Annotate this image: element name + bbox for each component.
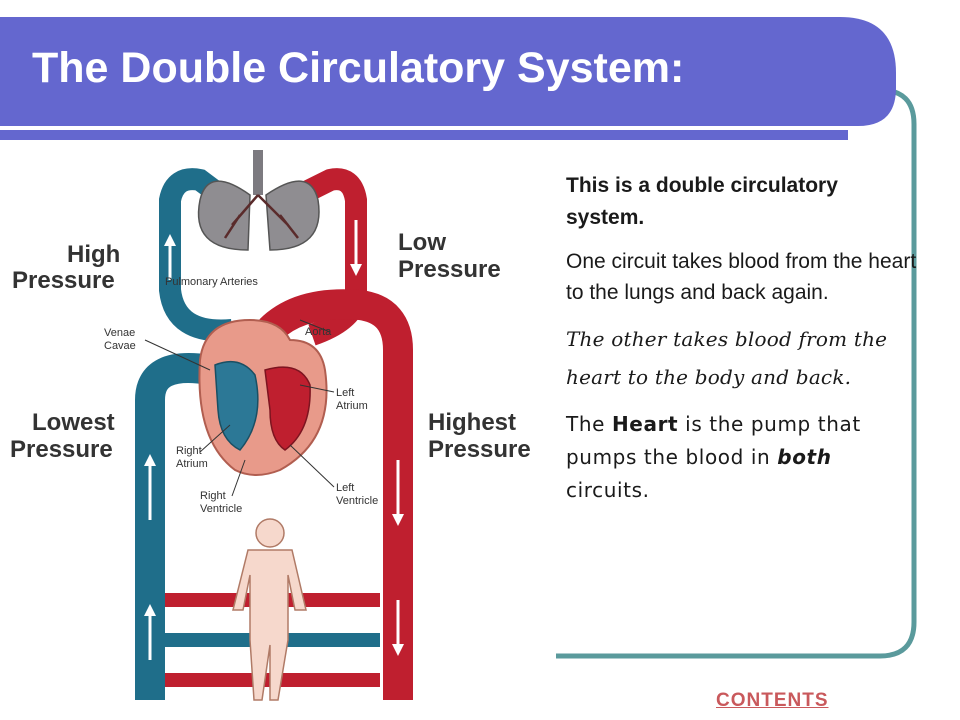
pulmonary-artery-vessel (159, 168, 233, 342)
right-atrium-label: Right (176, 445, 202, 457)
venae-cavae-label: Venae (104, 327, 135, 339)
contents-link[interactable]: CONTENTS (716, 690, 829, 711)
high-pressure-label-line2: Pressure (12, 267, 115, 294)
lungs (197, 150, 320, 251)
high-pressure-label: High (67, 241, 120, 268)
left-ventricle-label: Left (336, 482, 354, 494)
venae-cavae-label-line2: Cavae (104, 340, 136, 352)
text-panel: This is a double circulatory system. One… (566, 170, 918, 519)
title-bar (0, 17, 896, 126)
flow-arrows (144, 220, 404, 660)
heart-pump-text-end: circuits. (566, 478, 650, 502)
systemic-circuit-paragraph: The other takes blood from the heart to … (566, 327, 888, 389)
right-ventricle-label-line2: Ventricle (200, 503, 242, 515)
systemic-vein-vessel (135, 353, 213, 700)
human-figure (232, 518, 307, 701)
pulmonary-arteries-label: Pulmonary Arteries (165, 276, 258, 288)
left-atrium-label-line2: Atrium (336, 400, 368, 412)
aorta-label: Aorta (305, 326, 332, 338)
leader-lines (144, 319, 335, 497)
slide-title: The Double Circulatory System: (32, 44, 685, 92)
heart-pump-text-start: The (566, 412, 612, 436)
left-atrium-label: Left (336, 387, 354, 399)
intro-paragraph: This is a double circulatory system. (566, 174, 838, 229)
right-atrium-label-line2: Atrium (176, 458, 208, 470)
highest-pressure-label-line2: Pressure (428, 436, 531, 463)
low-pressure-label: Low (398, 229, 446, 256)
heart-emphasis: Heart (611, 412, 679, 436)
title-underline (0, 130, 848, 140)
lowest-pressure-label-line2: Pressure (10, 436, 113, 463)
pulmonary-circuit-paragraph: One circuit takes blood from the heart t… (566, 250, 917, 304)
heart (198, 318, 328, 476)
both-emphasis: both (777, 445, 832, 469)
left-ventricle-label-line2: Ventricle (336, 495, 378, 507)
highest-pressure-label: Highest (428, 409, 516, 436)
right-ventricle-label: Right (200, 490, 226, 502)
lowest-pressure-label: Lowest (32, 409, 115, 436)
heart-pump-paragraph: The Heart is the pump that pumps the blo… (566, 408, 918, 507)
heart-pump-text-middle: is the pump that pumps the blood in (566, 412, 861, 469)
low-pressure-label-line2: Pressure (398, 256, 501, 283)
systemic-artery-vessel (259, 289, 413, 700)
pulmonary-vein-vessel (295, 168, 367, 346)
circulatory-diagram: High Pressure Low Pressure Lowest Pressu… (10, 150, 531, 701)
